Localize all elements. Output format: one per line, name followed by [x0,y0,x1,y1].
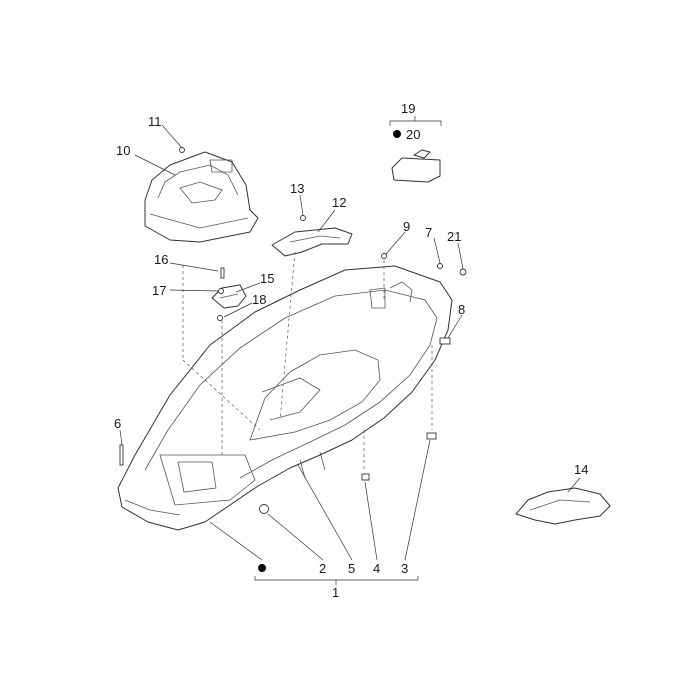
leader-lines [119,116,581,585]
lid-box[interactable] [391,149,441,183]
callout-labels: 1 2 3 4 5 6 7 8 9 10 11 12 13 14 15 16 1… [114,101,588,600]
callout-2: 2 [319,561,326,576]
callout-14: 14 [574,462,588,477]
callout-12: 12 [332,195,346,210]
helmet-compartment[interactable] [117,265,453,531]
screw-13[interactable] [300,215,306,221]
callout-5: 5 [348,561,355,576]
screw-9[interactable] [381,253,387,259]
screw-16[interactable] [220,267,225,279]
screw-7[interactable] [437,263,443,269]
clip-21[interactable] [459,268,467,276]
callout-18: 18 [252,292,266,307]
callout-10: 10 [116,143,130,158]
callout-3: 3 [401,561,408,576]
callout-17: 17 [152,283,166,298]
callout-21: 21 [447,229,461,244]
callout-4: 4 [373,561,380,576]
alignment-lines [182,251,433,472]
callout-1: 1 [332,585,339,600]
screw-11[interactable] [179,147,185,153]
callout-19: 19 [401,101,415,116]
callout-20: 20 [406,127,420,142]
spacer-4[interactable] [361,473,370,481]
bullet-1 [258,564,266,572]
callout-15: 15 [260,271,274,286]
battery-cover[interactable] [144,151,259,243]
bracket[interactable] [271,227,353,257]
callout-7: 7 [425,225,432,240]
callout-11: 11 [148,114,162,129]
nut-18[interactable] [217,315,223,321]
mat[interactable] [515,487,611,525]
callout-13: 13 [290,181,304,196]
grommet-2[interactable] [259,504,269,514]
callout-9: 9 [403,219,410,234]
washer-17[interactable] [218,288,224,294]
hinge-bracket[interactable] [211,284,247,309]
bullet-20 [393,130,401,138]
screw-6[interactable] [119,444,124,466]
clip-3[interactable] [426,432,437,440]
callout-6: 6 [114,416,121,431]
callout-8: 8 [458,302,465,317]
clip-8[interactable] [439,337,451,345]
callout-16: 16 [154,252,168,267]
